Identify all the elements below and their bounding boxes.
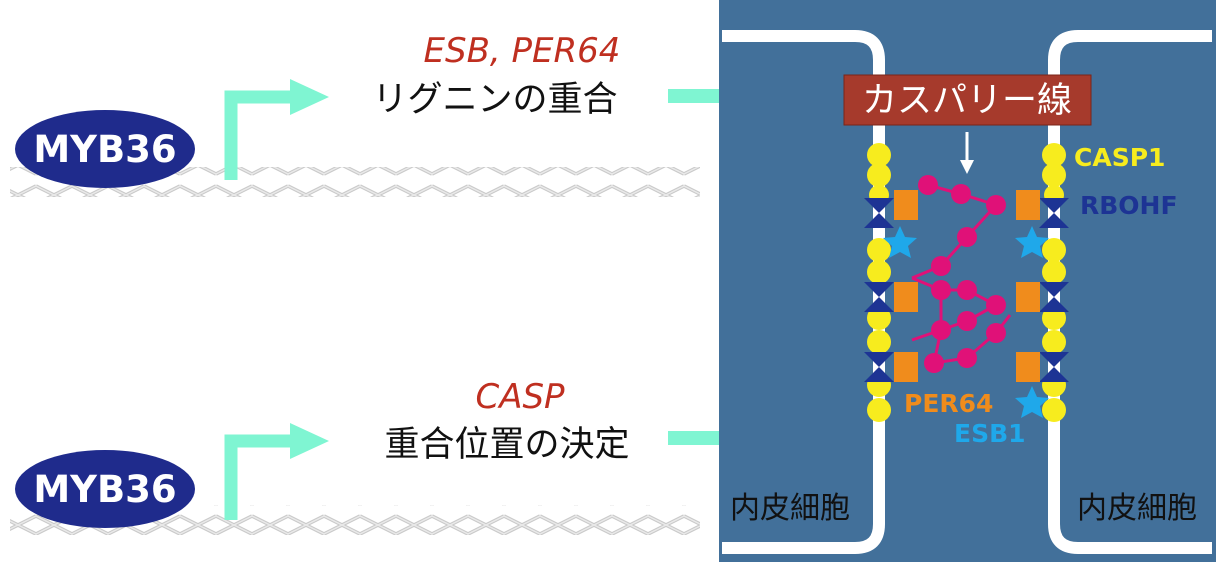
cell-label-left: 内皮細胞 bbox=[730, 491, 850, 526]
membrane-right bbox=[1015, 143, 1069, 422]
myb36-label-2: MYB36 bbox=[33, 468, 176, 511]
gene-label-esb-per64: ESB, PER64 bbox=[424, 31, 621, 71]
promoter-arrow-2 bbox=[224, 423, 329, 520]
rbohf-navy-bowties-right bbox=[1039, 198, 1069, 382]
esb1-cyan-stars-right bbox=[1015, 226, 1049, 418]
casparian-strip-title-box bbox=[843, 74, 1092, 126]
esb1-cyan-stars-left bbox=[883, 226, 917, 258]
membrane-left bbox=[864, 143, 918, 422]
rbohf-navy-bowties-left bbox=[864, 198, 894, 382]
function-label-lignin-polymerization: リグニンの重合 bbox=[372, 80, 617, 120]
per64-orange-squares-left bbox=[894, 190, 918, 382]
cell-label-right: 内皮細胞 bbox=[1077, 491, 1197, 526]
myb36-oval-1: MYB36 bbox=[15, 110, 195, 188]
label-rbohf: RBOHF bbox=[1080, 191, 1178, 220]
casp1-yellow-circles-left bbox=[867, 143, 891, 422]
myb36-label-1: MYB36 bbox=[33, 128, 176, 171]
label-casp1: CASP1 bbox=[1074, 143, 1165, 172]
function-label-position-determination: 重合位置の決定 bbox=[384, 425, 629, 465]
lignin-nodes bbox=[918, 175, 1006, 373]
label-per64: PER64 bbox=[904, 389, 993, 418]
gene-label-casp: CASP bbox=[475, 377, 565, 417]
label-esb1: ESB1 bbox=[954, 419, 1026, 448]
casparian-strip-title: カスパリー線 bbox=[862, 81, 1072, 121]
myb36-oval-2: MYB36 bbox=[15, 450, 195, 528]
promoter-arrow-1 bbox=[224, 79, 329, 180]
per64-orange-squares-right bbox=[1016, 190, 1040, 382]
pointer-arrow-down bbox=[960, 132, 974, 174]
